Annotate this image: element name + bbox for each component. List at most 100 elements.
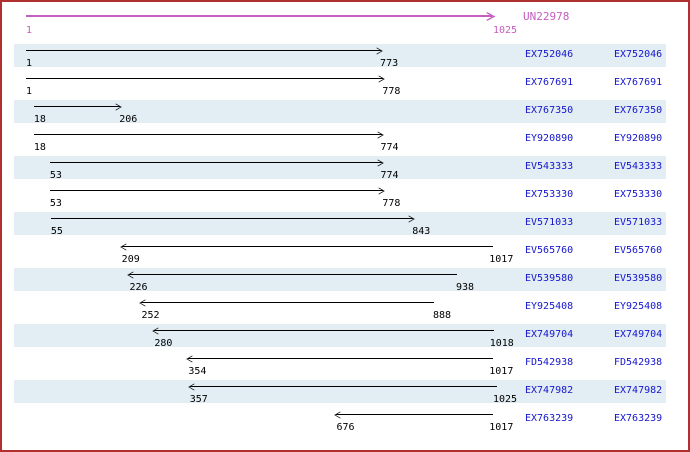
end-coordinate-label: 206 — [119, 114, 138, 125]
end-coordinate-label: 843 — [412, 226, 431, 237]
alignment-arrow — [139, 299, 434, 307]
accession-link-primary[interactable]: EX749704 — [525, 329, 574, 340]
start-coordinate-label: 55 — [50, 226, 63, 237]
accession-link-primary[interactable]: EV539580 — [525, 273, 574, 284]
arrowhead-icon — [139, 299, 152, 307]
end-coordinate-label: 1018 — [489, 338, 514, 349]
alignment-row: 18 206 EX767350 EX767350 — [14, 100, 666, 125]
accession-link-secondary[interactable]: EV543333 — [614, 161, 663, 172]
end-coordinate-label: 888 — [432, 310, 452, 321]
alignment-arrow — [49, 187, 386, 195]
alignment-row: 357 1025 EX747982 EX747982 — [14, 380, 666, 405]
accession-link-primary[interactable]: EV565760 — [525, 245, 574, 256]
arrowhead-icon — [110, 103, 122, 111]
arrowhead-icon — [334, 411, 347, 419]
alignment-row: 1 778 EX767691 EX767691 — [14, 72, 666, 97]
end-coordinate-label: 774 — [380, 170, 399, 181]
alignment-row: 676 1017 EX763239 EX763239 — [14, 408, 666, 433]
accession-link-primary[interactable]: EV571033 — [525, 217, 574, 228]
ruler-start-label: 1 — [26, 25, 33, 36]
arrowhead-icon — [373, 187, 386, 195]
start-coordinate-label: 357 — [189, 394, 208, 405]
start-coordinate-label: 226 — [129, 282, 148, 293]
arrowhead-right-icon — [479, 12, 496, 21]
start-coordinate-label: 53 — [49, 170, 62, 181]
accession-link-secondary[interactable]: EX763239 — [614, 413, 663, 424]
ruler-end-label: 1025 — [493, 25, 518, 36]
accession-link-primary[interactable]: EX747982 — [525, 385, 574, 396]
end-coordinate-label: 1017 — [489, 422, 514, 433]
accession-link-secondary[interactable]: EX767350 — [614, 105, 663, 116]
start-coordinate-label: 280 — [154, 338, 173, 349]
start-coordinate-label: 53 — [49, 198, 62, 209]
alignment-row: 226 938 EV539580 EV539580 — [14, 268, 666, 293]
start-coordinate-label: 354 — [188, 366, 207, 377]
alignment-row: 252 888 EY925408 EY925408 — [14, 296, 666, 321]
accession-link-secondary[interactable]: EY920890 — [614, 133, 663, 144]
alignment-arrow — [50, 215, 415, 223]
alignment-row: 53 774 EV543333 EV543333 — [14, 156, 666, 181]
accession-link-primary[interactable]: EX767691 — [525, 77, 574, 88]
alignment-arrow — [26, 47, 383, 55]
accession-link-primary[interactable]: EV543333 — [525, 161, 574, 172]
alignment-row: 55 843 EV571033 EV571033 — [14, 212, 666, 237]
end-coordinate-label: 778 — [382, 86, 401, 97]
alignment-row: 280 1018 EX749704 EX749704 — [14, 324, 666, 349]
alignment-arrow — [186, 355, 494, 363]
accession-link-secondary[interactable]: EX767691 — [614, 77, 663, 88]
alignment-arrow — [33, 103, 122, 111]
accession-link-primary[interactable]: FD542938 — [525, 357, 574, 368]
arrowhead-icon — [186, 355, 199, 363]
accession-link-secondary[interactable]: EY925408 — [614, 301, 663, 312]
start-coordinate-label: 676 — [336, 422, 355, 433]
arrowhead-icon — [371, 159, 384, 167]
reference-sequence-name: UN22978 — [523, 10, 570, 23]
alignment-row: 354 1017 FD542938 FD542938 — [14, 352, 666, 377]
end-coordinate-label: 774 — [380, 142, 399, 153]
alignment-arrow — [152, 327, 494, 335]
alignment-arrow — [188, 383, 497, 391]
alignment-arrow — [33, 131, 384, 139]
alignment-arrow — [127, 271, 457, 279]
start-coordinate-label: 209 — [121, 254, 140, 265]
start-coordinate-label: 18 — [33, 142, 46, 153]
accession-link-primary[interactable]: EX752046 — [525, 49, 574, 60]
accession-link-secondary[interactable]: EV565760 — [614, 245, 663, 256]
end-coordinate-label: 1017 — [489, 254, 514, 265]
alignment-arrow — [334, 411, 494, 419]
start-coordinate-label: 252 — [141, 310, 160, 321]
alignment-arrow — [49, 159, 384, 167]
reference-ruler-arrow — [26, 12, 496, 21]
start-coordinate-label: 18 — [33, 114, 46, 125]
accession-link-secondary[interactable]: EX747982 — [614, 385, 663, 396]
alignment-row: 18 774 EY920890 EY920890 — [14, 128, 666, 153]
arrowhead-icon — [371, 131, 384, 139]
accession-link-secondary[interactable]: EX753330 — [614, 189, 663, 200]
arrowhead-icon — [188, 383, 200, 391]
arrowhead-icon — [373, 75, 386, 83]
accession-link-primary[interactable]: EX763239 — [525, 413, 574, 424]
end-coordinate-label: 938 — [455, 282, 474, 293]
end-coordinate-label: 1017 — [489, 366, 514, 377]
end-coordinate-label: 778 — [382, 198, 401, 209]
accession-link-primary[interactable]: EX753330 — [525, 189, 574, 200]
end-coordinate-label: 1025 — [492, 394, 518, 405]
arrowhead-icon — [120, 243, 132, 251]
alignment-row: 53 778 EX753330 EX753330 — [14, 184, 666, 209]
arrowhead-icon — [371, 47, 383, 55]
accession-link-secondary[interactable]: FD542938 — [614, 357, 663, 368]
accession-link-secondary[interactable]: EV571033 — [614, 217, 663, 228]
accession-link-secondary[interactable]: EX752046 — [614, 49, 663, 60]
start-coordinate-label: 1 — [26, 58, 33, 69]
accession-link-primary[interactable]: EY920890 — [525, 133, 574, 144]
arrowhead-icon — [152, 327, 164, 335]
accession-link-primary[interactable]: EY925408 — [525, 301, 574, 312]
alignment-arrow — [120, 243, 494, 251]
accession-link-primary[interactable]: EX767350 — [525, 105, 574, 116]
arrowhead-icon — [403, 215, 415, 223]
alignment-row: 1 773 EX752046 EX752046 — [14, 44, 666, 69]
accession-link-secondary[interactable]: EX749704 — [614, 329, 663, 340]
arrowhead-icon — [127, 271, 140, 279]
accession-link-secondary[interactable]: EV539580 — [614, 273, 663, 284]
